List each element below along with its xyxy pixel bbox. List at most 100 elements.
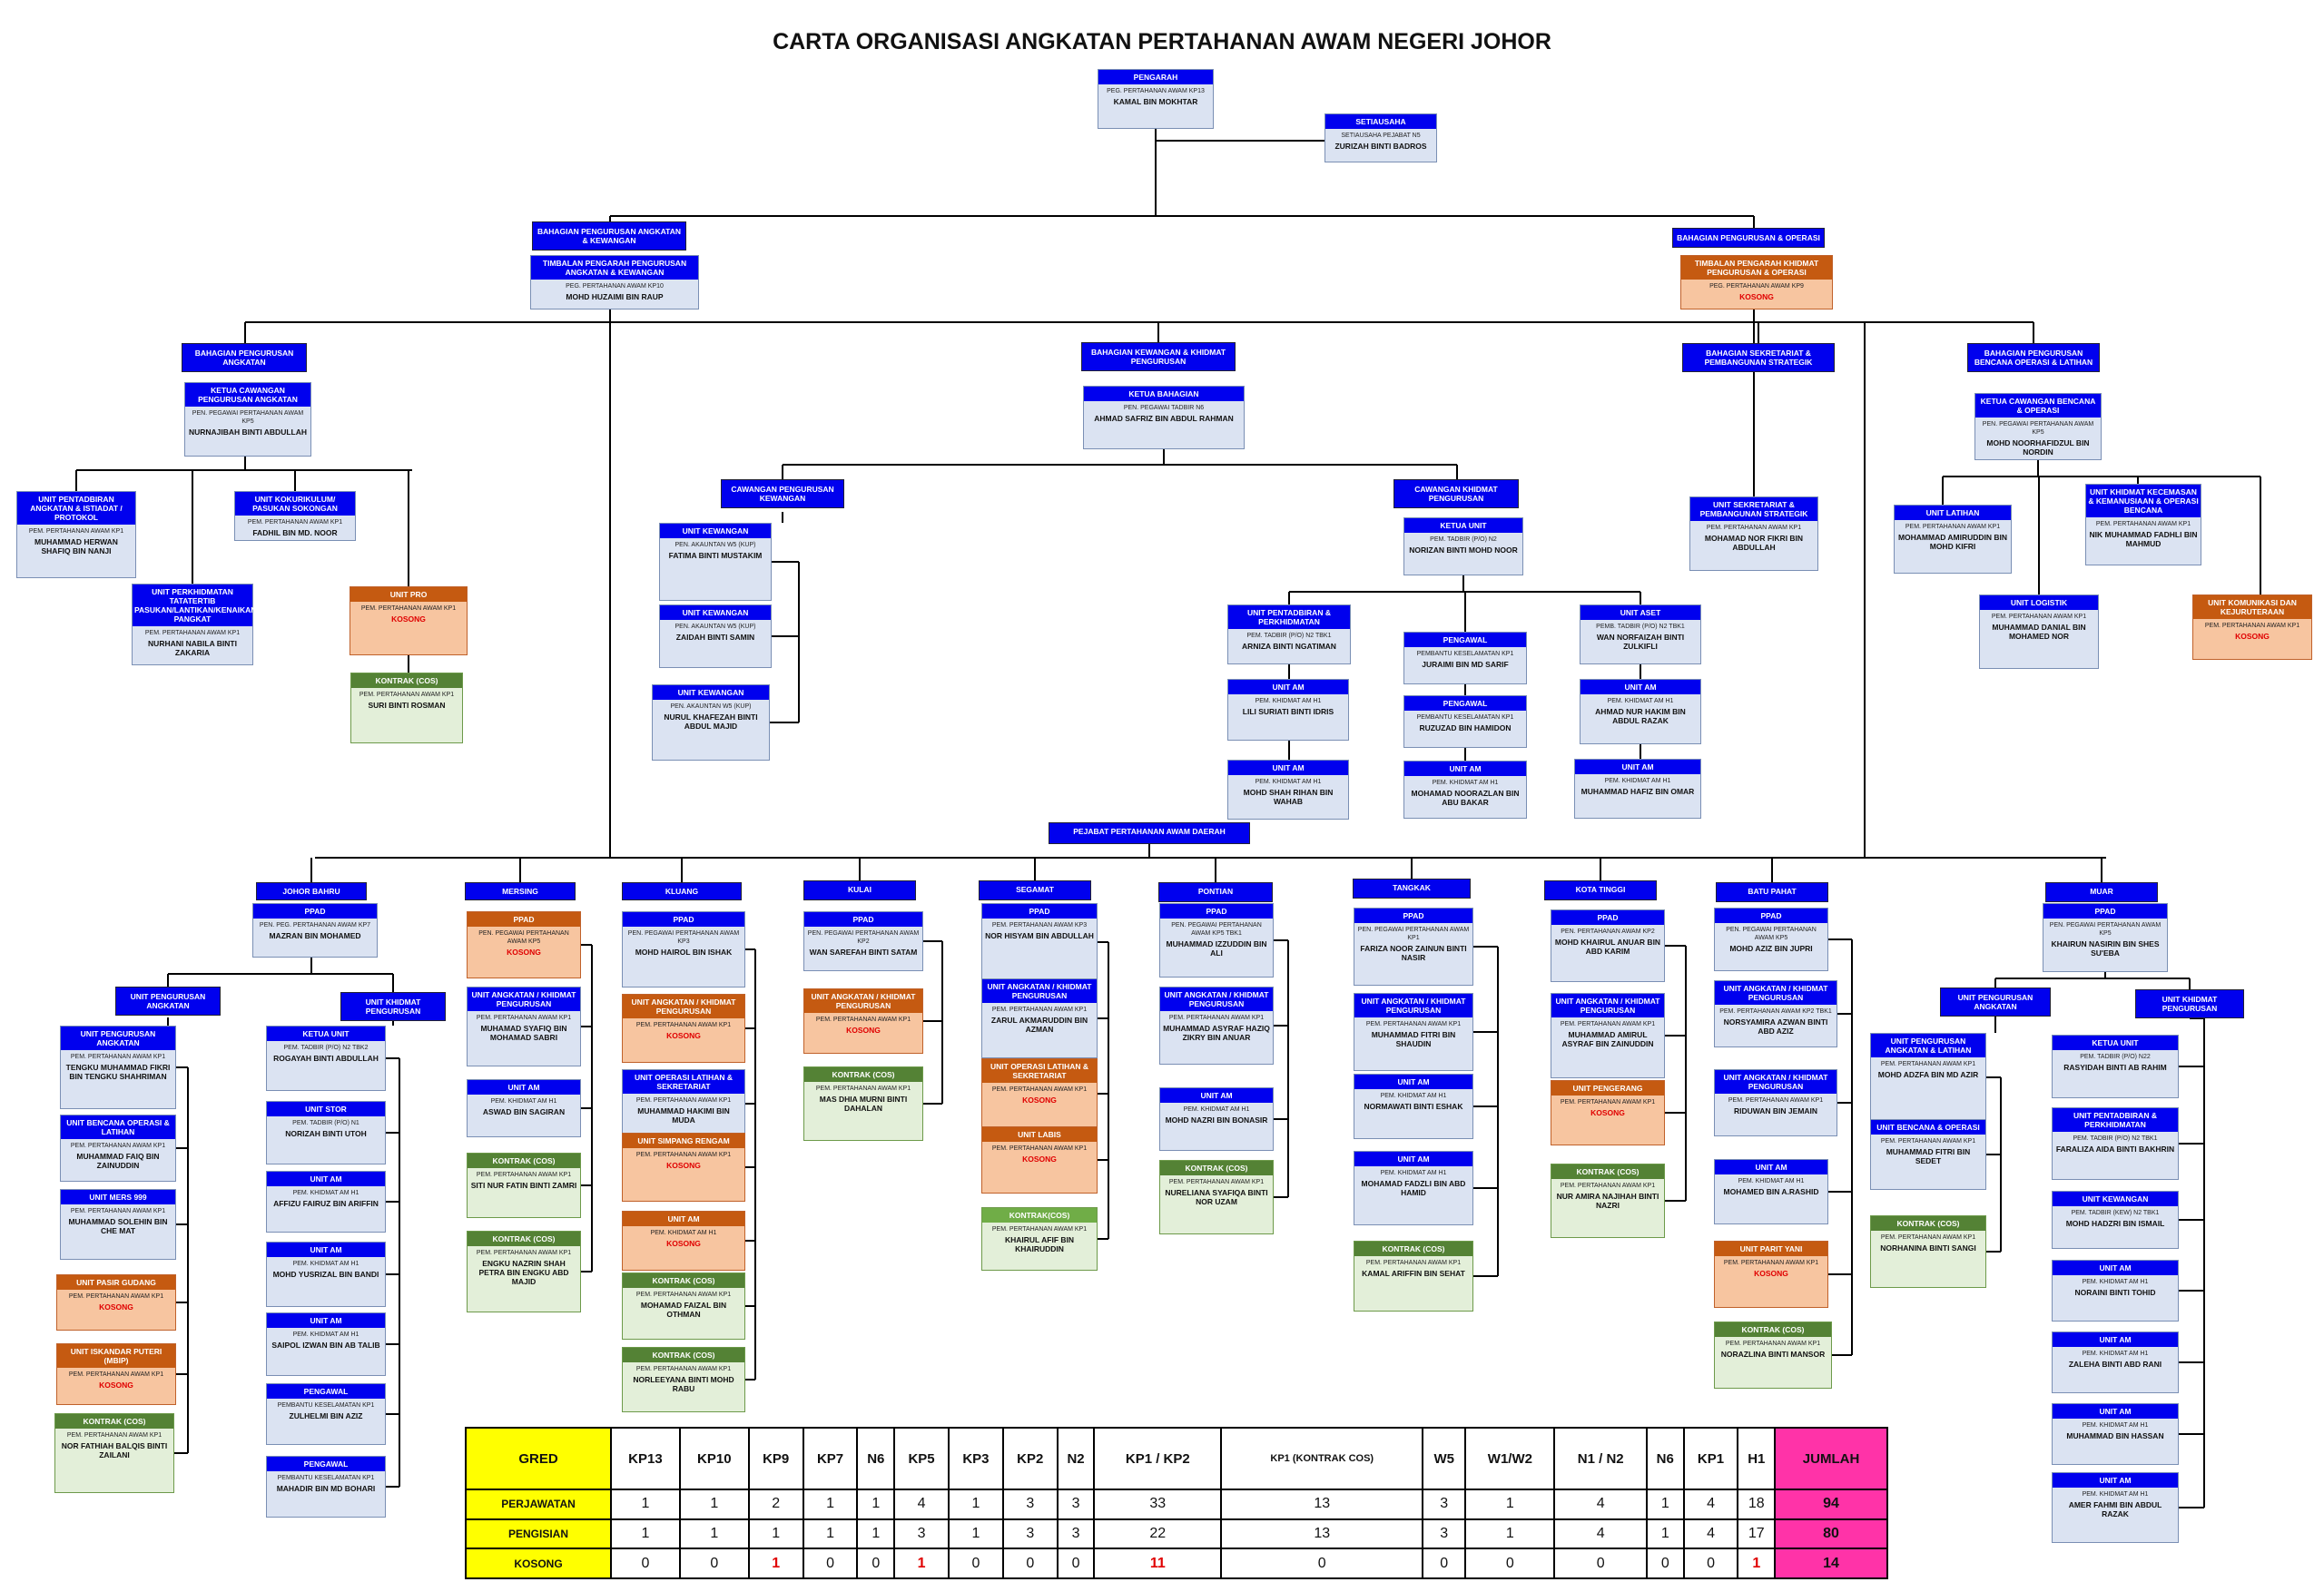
org-box-holder-name: MOHD KHAIRUL ANUAR BIN ABD KARIM xyxy=(1554,938,1661,956)
org-box-position: PEM. PERTAHANAN AWAM KP1 xyxy=(1880,1234,1976,1241)
org-box-holder-name: NURUL KHAFEZAH BINTI ABDUL MAJID xyxy=(664,712,758,731)
summary-cell: 1 xyxy=(1737,1548,1777,1579)
org-box-holder-name: KOSONG xyxy=(99,1381,133,1390)
org-box-position: PEM. TADBIR (P/O) N2 TBK1 xyxy=(2073,1135,2158,1142)
org-box-holder-name: KOSONG xyxy=(846,1026,881,1035)
org-box-heading: UNIT KHIDMAT PENGURUSAN xyxy=(2136,990,2243,1017)
org-box-holder-name: MOHAMED BIN A.RASHID xyxy=(1723,1187,1819,1196)
org-box-tpak: TIMBALAN PENGARAH PENGURUSAN ANGKATAN & … xyxy=(530,255,699,310)
org-box-heading: UNIT KOMUNIKASI DAN KEJURUTERAAN xyxy=(2193,595,2311,619)
district-tag-d-se: SEGAMAT xyxy=(979,880,1091,900)
org-box-heading: UNIT KHIDMAT PENGURUSAN xyxy=(341,993,445,1020)
summary-cell: 0 xyxy=(1220,1548,1424,1579)
org-box-jb-upa: UNIT PENGURUSAN ANGKATAN xyxy=(115,987,221,1016)
org-box-holder-name: KAMAL ARIFFIN BIN SEHAT xyxy=(1362,1269,1465,1278)
org-box-holder-name: KOSONG xyxy=(1754,1269,1788,1278)
org-box-heading: KONTRAK (COS) xyxy=(623,1273,744,1288)
summary-total: 80 xyxy=(1774,1518,1888,1550)
org-box-position: PEG. PERTAHANAN AWAM KP13 xyxy=(1107,88,1205,94)
org-box-heading: BAHAGIAN KEWANGAN & KHIDMAT PENGURUSAN xyxy=(1082,343,1235,370)
org-box-position: PEN. AKAUNTAN W5 (KUP) xyxy=(670,703,752,710)
district-tag-d-kt: KOTA TINGGI xyxy=(1544,880,1657,900)
org-box-holder-name: NORIZAN BINTI MOHD NOOR xyxy=(1409,545,1518,555)
summary-cell: 1 xyxy=(747,1548,804,1579)
org-box-position: PEM. KHIDMAT AM H1 xyxy=(292,1190,359,1196)
summary-header-cell: W5 xyxy=(1422,1427,1467,1490)
summary-header-cell: KP1 / KP2 xyxy=(1093,1427,1223,1490)
org-box-position: PEM. PERTAHANAN AWAM KP1 xyxy=(635,1022,732,1028)
org-box-heading: UNIT PENGURUSAN ANGKATAN & LATIHAN xyxy=(1871,1034,1985,1057)
org-box-position: PEM. PERTAHANAN AWAM KP1 xyxy=(70,1208,166,1214)
org-box-heading: UNIT PERKHIDMATAN TATATERTIB PASUKAN/LAN… xyxy=(133,585,256,626)
summary-header-cell: N1 / N2 xyxy=(1553,1427,1648,1490)
org-box-position: PEM. PERTAHANAN AWAM KP1 xyxy=(635,1152,732,1158)
district-tag-ppad-daerah: PEJABAT PERTAHANAN AWAM DAERAH xyxy=(1049,822,1250,844)
summary-cell: 33 xyxy=(1093,1489,1223,1520)
org-box-position: PEM. PERTAHANAN AWAM KP1 xyxy=(1880,1138,1976,1145)
summary-cell: 3 xyxy=(1422,1489,1467,1520)
org-box-heading: UNIT PENTADBIRAN ANGKATAN & ISTIADAT / P… xyxy=(17,492,135,525)
org-box-heading: KONTRAK (COS) xyxy=(468,1232,580,1246)
org-box-holder-name: MUHAMMAD HAFIZ BIN OMAR xyxy=(1581,787,1695,796)
org-box-position: PEM. PERTAHANAN AWAM KP1 xyxy=(815,1086,911,1092)
org-box-holder-name: MUHAMMAD SOLEHIN BIN CHE MAT xyxy=(68,1217,168,1235)
org-box-heading: BAHAGIAN PENGURUSAN ANGKATAN & KEWANGAN xyxy=(533,222,685,250)
org-box-position: PEN. PEGAWAI PERTAHANAN AWAM KP2 xyxy=(807,930,920,945)
summary-total: 14 xyxy=(1774,1548,1888,1579)
org-box-heading: PPAD xyxy=(623,912,744,927)
summary-cell: 0 xyxy=(1682,1548,1739,1579)
org-box-tpko: TIMBALAN PENGARAH KHIDMAT PENGURUSAN & O… xyxy=(1680,255,1833,310)
org-box-position: PEN. PEGAWAI TADBIR N6 xyxy=(1123,405,1205,411)
org-box-heading: UNIT AM xyxy=(468,1080,580,1095)
org-box-heading: UNIT ANGKATAN / KHIDMAT PENGURUSAN xyxy=(1715,1070,1837,1094)
org-box-position: PEM. PERTAHANAN AWAM KP2 TBK1 xyxy=(1719,1008,1832,1015)
org-box-holder-name: KOSONG xyxy=(507,948,541,957)
org-box-holder-name: NIK MUHAMMAD FADHLI BIN MAHMUD xyxy=(2089,530,2198,548)
summary-header-cell: H1 xyxy=(1737,1427,1777,1490)
org-box-position: PEM. TADBIR (P/O) N22 xyxy=(2080,1054,2151,1060)
org-box-heading: BAHAGIAN PENGURUSAN ANGKATAN xyxy=(182,344,306,371)
org-box-heading: UNIT PRO xyxy=(350,587,467,602)
org-box-position: PEMBANTU KESELAMATAN KP1 xyxy=(1416,651,1514,657)
org-box-bpbol: BAHAGIAN PENGURUSAN BENCANA OPERASI & LA… xyxy=(1967,343,2100,372)
org-box-heading: TIMBALAN PENGARAH PENGURUSAN ANGKATAN & … xyxy=(531,256,698,280)
org-box-position: PEM. KHIDMAT AM H1 xyxy=(1607,698,1674,704)
org-box-position: PEM. PERTAHANAN AWAM KP1 xyxy=(144,630,241,636)
org-box-heading: UNIT KEWANGAN xyxy=(653,685,769,700)
org-box-heading: UNIT ANGKATAN / KHIDMAT PENGURUSAN xyxy=(982,979,1097,1003)
org-box-position: PEM. KHIDMAT AM H1 xyxy=(1380,1093,1447,1099)
org-box-position: PEM. KHIDMAT AM H1 xyxy=(1255,698,1322,704)
org-box-heading: KETUA CAWANGAN BENCANA & OPERASI xyxy=(1975,394,2101,418)
org-box-position: PEM. PERTAHANAN AWAM KP1 xyxy=(991,1007,1088,1013)
org-box-holder-name: SURI BINTI ROSMAN xyxy=(368,701,446,710)
district-tag-d-bp: BATU PAHAT xyxy=(1716,882,1828,902)
org-box-position: PEM. KHIDMAT AM H1 xyxy=(292,1331,359,1338)
org-box-holder-name: KOSONG xyxy=(1590,1108,1625,1117)
org-box-heading: UNIT AM xyxy=(2053,1332,2178,1347)
org-box-heading: UNIT AM xyxy=(2053,1404,2178,1419)
org-box-heading: UNIT PENTADBIRAN & PERKHIDMATAN xyxy=(1228,605,1350,629)
org-box-position: PEM. PERTAHANAN AWAM KP1 xyxy=(1168,1015,1265,1021)
org-box-heading: PPAD xyxy=(1160,904,1273,919)
summary-cell: 3 xyxy=(1001,1518,1059,1550)
org-box-heading: UNIT STOR xyxy=(267,1102,385,1116)
org-box-position: PEM. PERTAHANAN AWAM KP1 xyxy=(360,605,457,612)
